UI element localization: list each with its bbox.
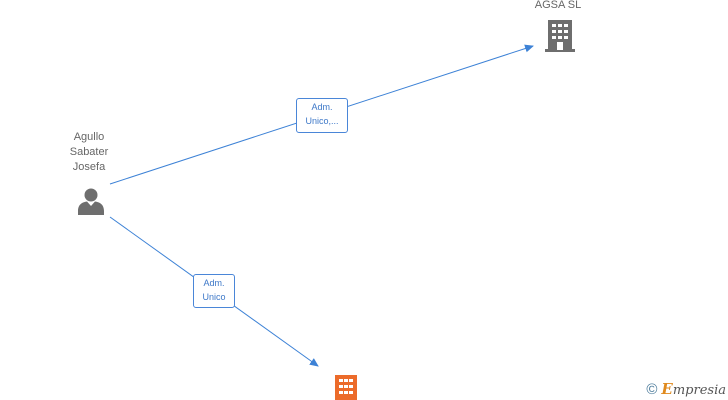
building-icon[interactable]	[544, 18, 576, 52]
edge-label-line-2: Unico	[202, 292, 226, 302]
person-name-line-2: Sabater	[69, 146, 109, 158]
person-icon[interactable]	[77, 187, 105, 215]
brand-logo: Empresia	[661, 380, 726, 398]
person-name[interactable]: Agullo Sabater Josefa	[62, 130, 116, 175]
edge-label-role[interactable]: Adm. Unico,...	[296, 98, 348, 133]
edge-label-line-1: Adm.	[203, 278, 225, 288]
edge-label-line-2: Unico,...	[305, 116, 339, 126]
edge-label-role[interactable]: Adm. Unico	[193, 274, 235, 308]
empresia-watermark: © Empresia	[646, 380, 726, 398]
edge-label-line-1: Adm.	[311, 102, 333, 112]
company-agsa-name[interactable]: AGSA SL	[534, 0, 582, 11]
person-name-line-3: Josefa	[72, 161, 106, 173]
copyright-icon: ©	[646, 380, 658, 398]
building-icon-highlighted[interactable]	[333, 375, 359, 400]
person-name-line-1: Agullo	[73, 131, 105, 143]
